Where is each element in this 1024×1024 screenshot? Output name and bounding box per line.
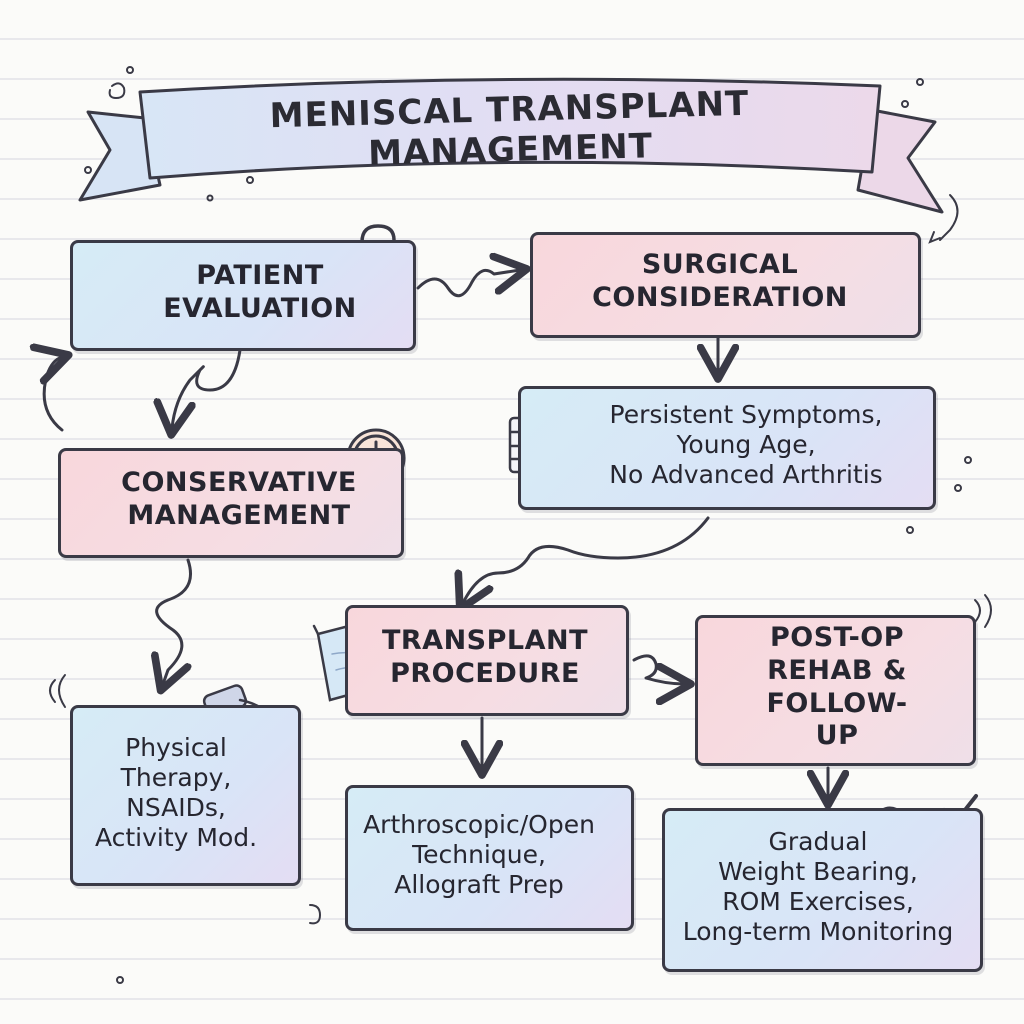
arrow-conservative-to-options [157, 558, 192, 684]
conservative-management-node [58, 448, 404, 558]
diagram-title: MENISCAL TRANSPLANT MANAGEMENT [269, 83, 750, 174]
arrow-evaluation-to-conservative [172, 348, 242, 428]
post-op-rehab-label: POST-OP REHAB & FOLLOW-UP [766, 621, 908, 752]
title-banner [78, 77, 944, 214]
surgical-consideration-node [530, 232, 921, 338]
criteria-node [518, 386, 936, 510]
conservative-options-label: Physical Therapy, NSAIDs, Activity Mod. [94, 732, 258, 852]
patient-evaluation-label: PATIENT EVALUATION [163, 259, 357, 324]
technique-label: Arthroscopic/Open Technique, Allograft P… [363, 810, 595, 899]
post-op-rehab-node [695, 615, 976, 766]
criteria-label: Persistent Symptoms, Young Age, No Advan… [609, 400, 883, 489]
connectors [44, 270, 828, 798]
loop-arrow-left [44, 357, 62, 432]
conservative-options-node [70, 705, 301, 886]
patient-evaluation-node [70, 240, 416, 351]
arrow-evaluation-to-surgical [416, 270, 520, 298]
arrow-transplant-to-rehab [632, 654, 684, 684]
surgical-consideration-label: SURGICAL CONSIDERATION [592, 249, 848, 313]
arrow-criteria-to-transplant [463, 516, 710, 603]
rehab-details-node [662, 808, 983, 972]
decorative-doodles [49, 66, 992, 984]
conservative-management-label: CONSERVATIVE MANAGEMENT [121, 467, 357, 531]
rehab-details-label: Gradual Weight Bearing, ROM Exercises, L… [682, 827, 954, 946]
transplant-procedure-label: TRANSPLANT PROCEDURE [381, 624, 589, 689]
transplant-procedure-node [345, 605, 629, 716]
technique-node [345, 785, 634, 931]
